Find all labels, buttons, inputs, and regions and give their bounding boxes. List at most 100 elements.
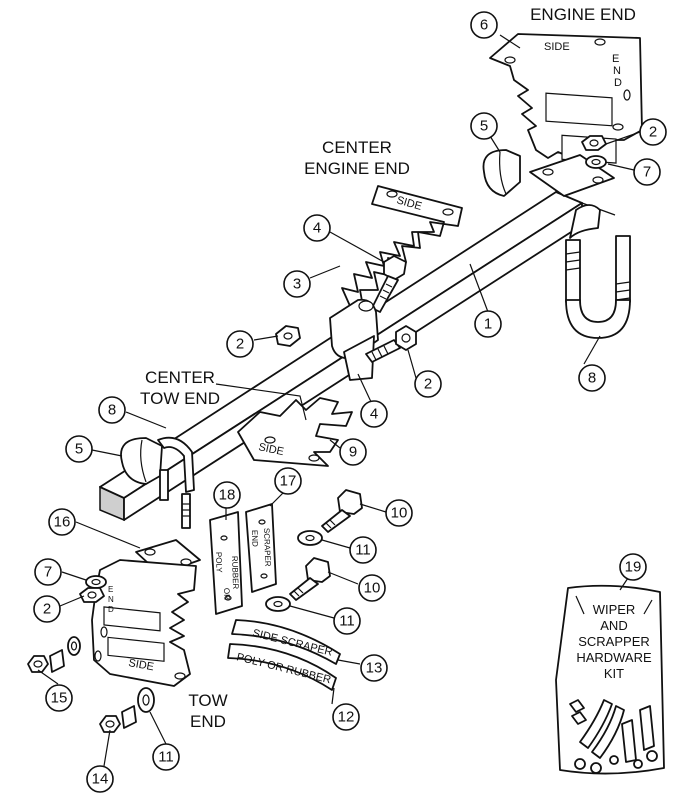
tow-end-wiper-bracket: SIDE E N D [91, 559, 197, 687]
hardware-washer-lower [265, 596, 291, 612]
callout-10-lower: 10 [358, 574, 386, 602]
callout-2-engine: 2 [639, 118, 667, 146]
svg-text:18: 18 [219, 487, 236, 504]
stamp-tow-e: E [108, 585, 113, 594]
svg-text:7: 7 [44, 564, 52, 581]
callout-5-engine: 5 [470, 112, 498, 140]
callout-4-lower: 4 [360, 400, 388, 428]
tow-end-nut [79, 587, 105, 603]
svg-text:5: 5 [75, 441, 83, 458]
center-engine-end-bolt [371, 255, 407, 313]
kit-line-4: HARDWARE [576, 650, 652, 665]
svg-text:19: 19 [625, 559, 642, 576]
stamp-center-tow-side: SIDE [257, 441, 285, 458]
svg-text:2: 2 [43, 601, 51, 618]
callout-12: 12 [332, 703, 360, 731]
heading-tow-end-line1: TOW [188, 691, 227, 710]
callout-10-upper: 10 [385, 499, 413, 527]
svg-text:11: 11 [355, 542, 371, 559]
svg-text:16: 16 [54, 514, 71, 531]
center-engine-end-scraper: SIDE [341, 185, 463, 313]
callout-14: 14 [86, 765, 114, 793]
callout-2-center-left: 2 [226, 330, 254, 358]
hardware-nut-15 [27, 636, 81, 673]
heading-center-tow-end-line1: CENTER [145, 368, 215, 387]
callout-7-tow: 7 [34, 558, 62, 586]
stamp-tow-d: D [108, 605, 114, 614]
svg-text:8: 8 [108, 402, 116, 419]
tow-end-washer [85, 575, 107, 589]
stamp-tow-n: N [108, 595, 114, 604]
svg-text:15: 15 [51, 690, 68, 707]
callout-18: 18 [213, 481, 241, 509]
svg-text:11: 11 [158, 749, 174, 766]
end-poly-rubber-wiper: POLY OR RUBBER [209, 511, 243, 615]
stamp-end-poly: POLY [214, 552, 224, 574]
hardware-kit-bag: WIPER AND SCRAPPER HARDWARE KIT [555, 584, 665, 775]
callout-2-center-right: 2 [414, 370, 442, 398]
svg-text:12: 12 [338, 709, 355, 726]
callout-2-tow: 2 [33, 595, 61, 623]
svg-text:3: 3 [293, 276, 301, 293]
callout-11-mid: 11 [333, 607, 361, 635]
callout-7-engine: 7 [633, 158, 661, 186]
heading-engine-end: ENGINE END [530, 5, 636, 24]
callout-5-tow: 5 [65, 435, 93, 463]
callout-1: 1 [474, 310, 502, 338]
tow-end-u-bolt [157, 436, 195, 529]
heading-center-engine-end-line1: CENTER [322, 138, 392, 157]
callout-19: 19 [619, 553, 647, 581]
svg-text:11: 11 [339, 613, 355, 630]
svg-text:2: 2 [236, 336, 244, 353]
svg-text:13: 13 [366, 660, 383, 677]
hardware-bolt-lower [289, 557, 331, 601]
center-tow-end-scraper: SIDE [237, 397, 353, 467]
svg-text:4: 4 [313, 220, 321, 237]
callout-9: 9 [339, 438, 367, 466]
svg-text:2: 2 [424, 376, 432, 393]
callout-13: 13 [360, 654, 388, 682]
callout-17: 17 [274, 467, 302, 495]
tow-end-saddle [120, 437, 163, 485]
heading-center-tow-end-line2: TOW END [140, 389, 220, 408]
callout-3: 3 [283, 270, 311, 298]
stamp-end-scraper-scraper: SCRAPER [262, 528, 272, 567]
stamp-engine-e: E [612, 53, 619, 65]
heading-center-engine-end-line2: ENGINE END [304, 159, 410, 178]
center-left-nut [275, 325, 301, 347]
engine-end-saddle [482, 149, 521, 197]
svg-text:7: 7 [643, 164, 651, 181]
stamp-end-scraper-end: END [250, 530, 260, 547]
hardware-bolt-upper [321, 489, 363, 533]
engine-end-washer [585, 155, 607, 169]
leader-lines [37, 34, 641, 767]
svg-text:14: 14 [92, 771, 109, 788]
callout-11-bottom: 11 [152, 743, 180, 771]
center-clamp [329, 298, 417, 381]
callout-8-engine: 8 [578, 364, 606, 392]
heading-tow-end-line2: END [190, 712, 226, 731]
svg-text:10: 10 [364, 580, 381, 597]
callout-15: 15 [45, 684, 73, 712]
stamp-end-rubber: RUBBER [230, 556, 240, 590]
svg-text:6: 6 [480, 17, 488, 34]
svg-text:8: 8 [588, 370, 596, 387]
svg-text:10: 10 [391, 505, 408, 522]
stamp-engine-side: SIDE [544, 41, 570, 53]
engine-end-u-bolt [565, 204, 631, 339]
svg-text:17: 17 [280, 473, 297, 490]
stamp-end-or: OR [222, 588, 231, 601]
end-scraper: END SCRAPER [245, 503, 277, 593]
stamp-engine-d: D [614, 77, 622, 89]
svg-text:1: 1 [484, 316, 492, 333]
svg-text:2: 2 [649, 124, 657, 141]
kit-line-3: SCRAPPER [578, 634, 650, 649]
svg-text:9: 9 [349, 444, 357, 461]
stamp-tow-side: SIDE [127, 657, 154, 673]
callout-16: 16 [48, 508, 76, 536]
stamp-engine-n: N [613, 65, 621, 77]
hardware-washer-upper [297, 530, 323, 546]
callout-11-upper: 11 [349, 536, 377, 564]
svg-text:4: 4 [370, 406, 378, 423]
